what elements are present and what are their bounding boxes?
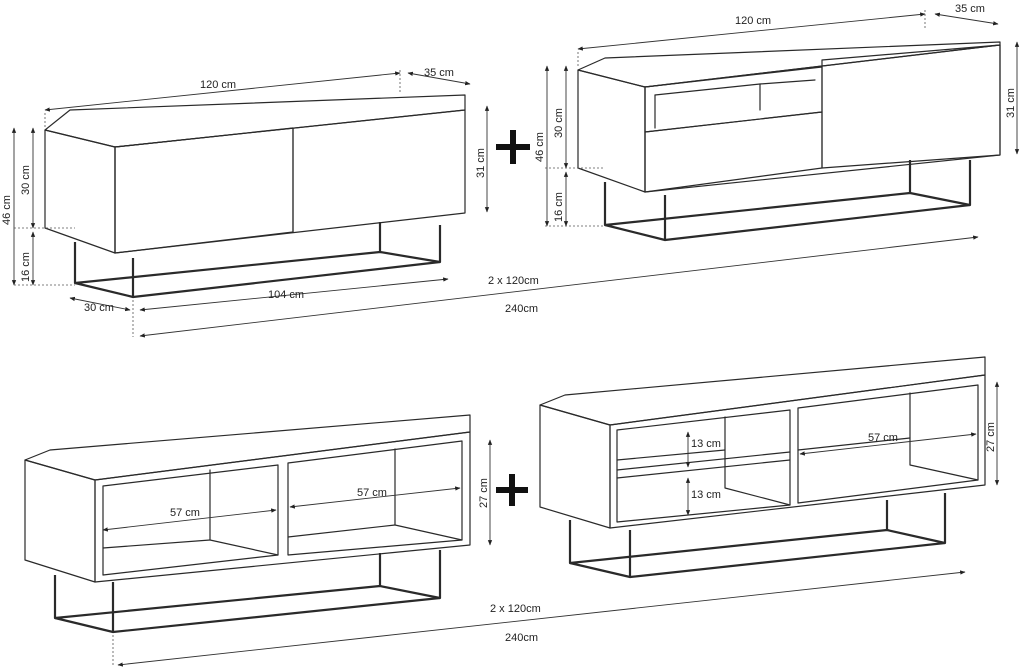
- label-bottom-right-shelf-width: 57 cm: [868, 432, 898, 444]
- plus-icon-top: [496, 130, 530, 164]
- label-bottom-right-shelf-lower: 13 cm: [691, 489, 721, 501]
- label-top-right-height-front: 31 cm: [1005, 88, 1017, 118]
- dimensions-bottom-right: 13 cm 13 cm 57 cm 27 cm: [685, 381, 1000, 516]
- label-top-left-depth: 35 cm: [424, 67, 454, 79]
- cabinet-bottom-right: [539, 356, 986, 579]
- label-top-total: 240cm: [505, 303, 538, 315]
- dimensions-bottom-combined: 2 x 120cm 240cm: [112, 570, 966, 667]
- plus-icon-bottom: [496, 474, 528, 506]
- label-top-right-depth: 35 cm: [955, 3, 985, 15]
- label-top-left-leg-width: 104 cm: [268, 289, 304, 301]
- label-bottom-combined: 2 x 120cm: [490, 603, 541, 615]
- label-bottom-total: 240cm: [505, 632, 538, 644]
- label-top-left-width: 120 cm: [200, 79, 236, 91]
- cabinet-bottom-left: [24, 414, 471, 634]
- cabinet-top-right: [577, 41, 1001, 242]
- label-bottom-left-shelf-a: 57 cm: [170, 507, 200, 519]
- cabinet-top-left: [44, 94, 466, 299]
- label-bottom-right-shelf-upper: 13 cm: [691, 438, 721, 450]
- label-bottom-left-shelf-b: 57 cm: [357, 487, 387, 499]
- label-top-right-height-total: 46 cm: [534, 132, 546, 162]
- dimensions-top-combined: 2 x 120cm 240cm: [132, 235, 979, 338]
- dimensions-top-right: 120 cm 35 cm 46 cm 30 cm 16 cm 31 cm: [534, 3, 1020, 227]
- label-top-right-height-body: 30 cm: [553, 108, 565, 138]
- label-top-left-leg-depth: 30 cm: [84, 302, 114, 314]
- label-bottom-left-height: 27 cm: [478, 478, 490, 508]
- label-top-combined: 2 x 120cm: [488, 275, 539, 287]
- label-top-left-height-total: 46 cm: [1, 195, 13, 225]
- label-top-right-height-legs: 16 cm: [553, 192, 565, 222]
- label-top-left-height-front: 31 cm: [475, 148, 487, 178]
- label-top-left-height-legs: 16 cm: [20, 252, 32, 282]
- dimensions-bottom-left: 57 cm 57 cm 27 cm: [102, 439, 493, 546]
- label-top-left-height-body: 30 cm: [20, 165, 32, 195]
- label-bottom-right-height: 27 cm: [985, 422, 997, 452]
- label-top-right-width: 120 cm: [735, 15, 771, 27]
